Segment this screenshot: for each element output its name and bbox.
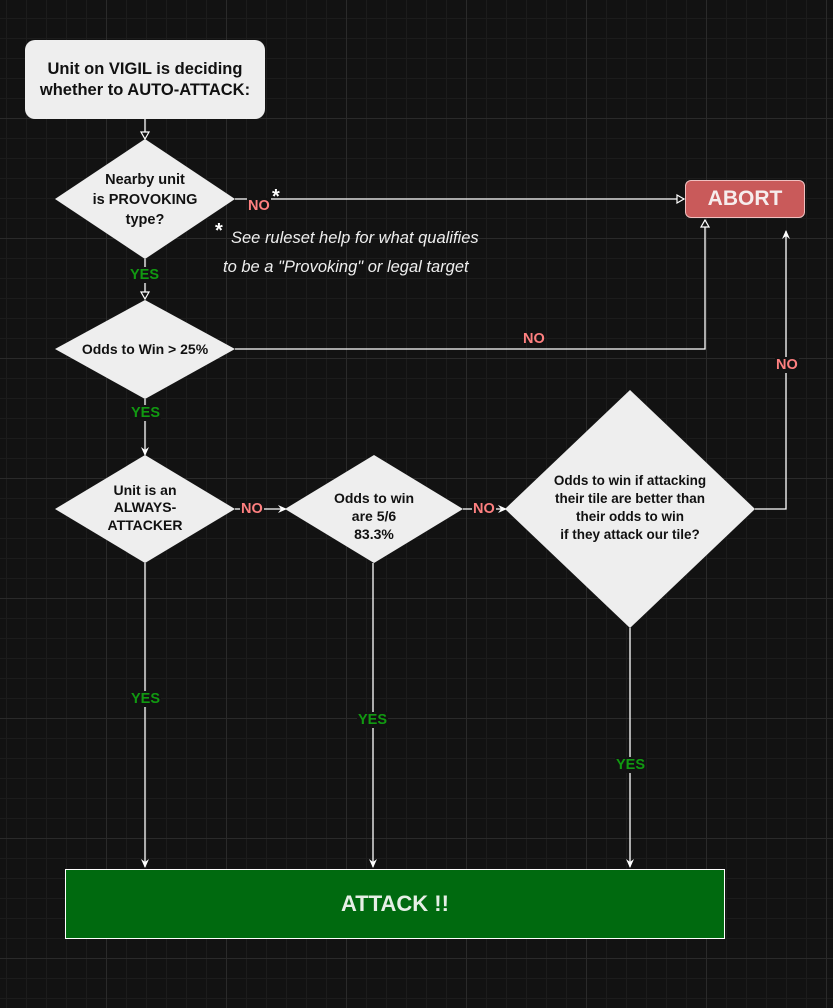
abort-node: ABORT (685, 180, 805, 218)
start-node: Unit on VIGIL is deciding whether to AUT… (25, 40, 265, 119)
label-compare-yes: YES (615, 757, 647, 773)
decision-odds56: Odds to win are 5/6 83.3% (333, 490, 415, 542)
decision-compare-odds: Odds to win if attacking their tile are … (553, 473, 707, 542)
footnote-marker: * (272, 186, 280, 208)
label-odds25-yes: YES (130, 405, 162, 421)
decision-provoking-shape (55, 139, 235, 259)
label-odds25-no: NO (523, 331, 545, 347)
label-odds56-no: NO (472, 501, 496, 517)
label-always-yes: YES (130, 691, 162, 707)
edge-compare-no (755, 230, 790, 510)
attack-node: ATTACK !! (65, 869, 725, 939)
label-provoking-no: NO (247, 198, 271, 214)
decision-odds56-shape (285, 455, 463, 563)
label-provoking-yes: YES (129, 267, 161, 283)
decision-provoking: Nearby unit is PROVOKING type? (92, 172, 198, 228)
decision-always-attacker: Unit is an ALWAYS- ATTACKER (107, 481, 183, 533)
decision-odds25: Odds to Win > 25% (81, 341, 209, 357)
label-odds56-yes: YES (357, 712, 389, 728)
decision-odds25-shape (55, 300, 235, 399)
footnote-marker-2: * (215, 220, 223, 242)
decision-compare-odds-shape (505, 390, 755, 628)
label-compare-no: NO (775, 357, 799, 373)
label-always-no: NO (240, 501, 264, 517)
footnote-line-1: See ruleset help for what qualifies (231, 229, 479, 247)
edge-odds25-no (235, 220, 705, 350)
decision-always-attacker-shape (55, 455, 235, 563)
footnote-line-2: to be a "Provoking" or legal target (223, 258, 469, 276)
